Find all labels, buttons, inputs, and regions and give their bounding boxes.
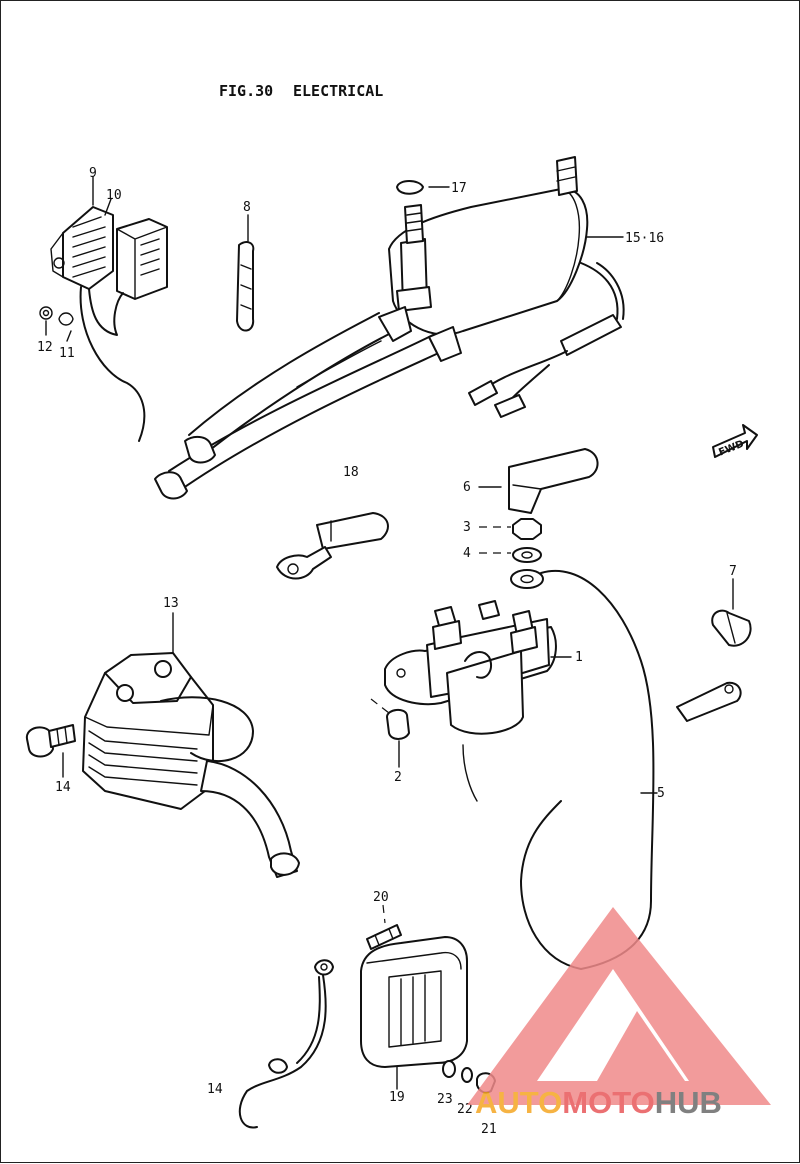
callout-3: 3 [463,520,471,535]
ground-lead-part [238,959,334,1129]
regulator-bolt-part [25,724,76,758]
battery-lead-cable-part [510,569,742,970]
callout-13: 13 [163,596,179,611]
regulator-rectifier-part [82,652,300,878]
callout-10: 10 [106,188,122,203]
nut-part [512,518,542,540]
callout-6: 6 [463,480,471,495]
terminal-cap-part [508,448,599,514]
callout-20: 20 [373,890,389,905]
callout-14-lower: 14 [207,1082,223,1097]
watermark-hub: HUB [655,1085,722,1120]
watermark-auto: AUTO [475,1085,562,1120]
fuse-box-part [360,936,468,1068]
callout-5: 5 [657,786,665,801]
callout-19: 19 [389,1090,405,1105]
callout-11: 11 [59,346,75,361]
callout-22: 22 [457,1102,473,1117]
fuse-part [366,924,402,950]
callout-15-16: 15·16 [625,231,664,246]
callout-7: 7 [729,564,737,579]
washer-part [512,547,542,563]
wire-clamp-part [711,609,752,647]
callout-2: 2 [394,770,402,785]
strap-part [236,241,255,332]
callout-9: 9 [89,166,97,181]
figure-title: ELECTRICAL [293,82,383,100]
callout-1: 1 [575,650,583,665]
callout-21: 21 [481,1122,497,1137]
callout-17: 17 [451,181,467,196]
starter-relay-part [384,600,557,802]
callout-4: 4 [463,546,471,561]
watermark-text: AUTOMOTOHUB [475,1085,722,1120]
watermark-moto: MOTO [562,1085,654,1120]
automotohub-watermark: AUTOMOTOHUB [467,907,771,1120]
callout-18: 18 [343,465,359,480]
callout-14-upper: 14 [55,780,71,795]
figure-number: FIG.30 [219,82,273,100]
connector-block-part [39,206,168,442]
relay-screw-part [370,698,410,740]
callout-8: 8 [243,200,251,215]
ignition-coil-part [154,156,625,500]
forward-direction-arrow: FWD [712,424,758,459]
callout-12: 12 [37,340,53,355]
battery-cable-lug-part [276,512,389,580]
callout-23: 23 [437,1092,453,1107]
